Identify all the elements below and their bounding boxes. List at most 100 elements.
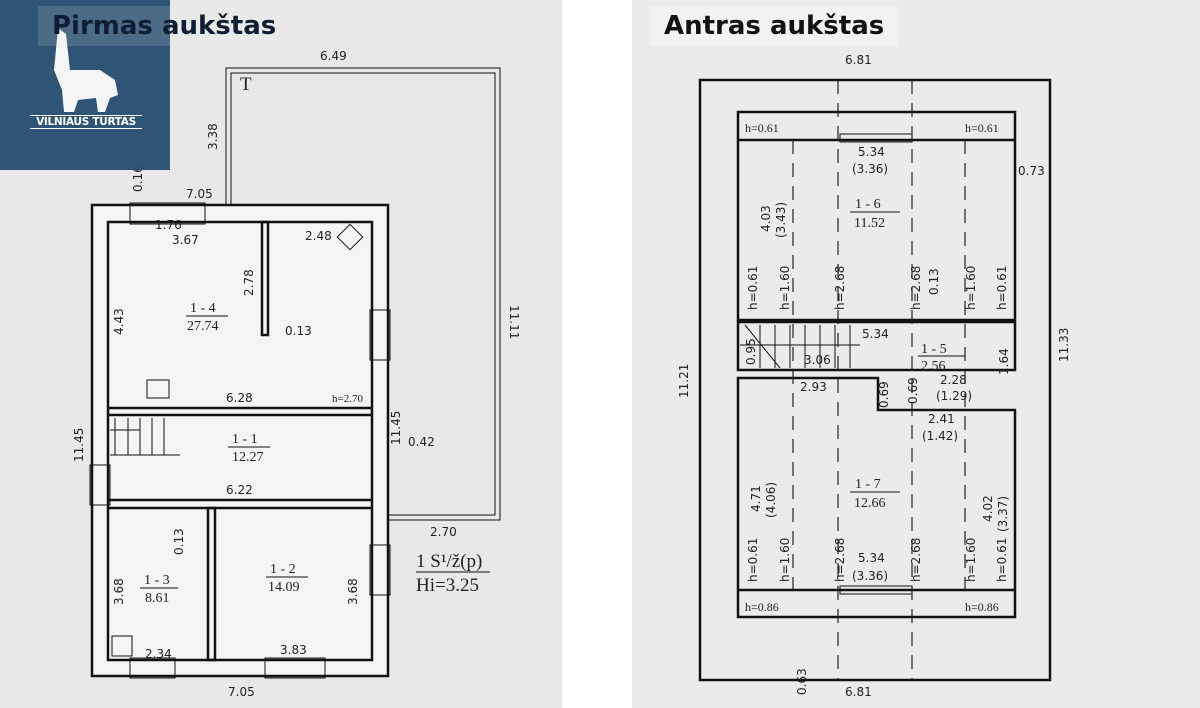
dim-left-total: 11.45 (72, 428, 86, 462)
dim-stair-width: 0.95 (744, 338, 758, 365)
dim-right-total: 11.33 (1057, 328, 1071, 362)
room-id: 1 - 1 (232, 432, 258, 447)
room-id: 1 - 6 (855, 197, 881, 212)
dim-mid-wall: 0.13 (927, 268, 941, 295)
first-floor-plan: 6.49 T 3.38 11.11 2.70 7.05 0.16 1.76 3.… (72, 49, 521, 699)
dim-room16-width: 5.34 (858, 145, 885, 159)
height-label: h=0.61 (746, 538, 760, 582)
dim-room17-right-net: (3.37) (996, 496, 1010, 532)
height-label: h=0.61 (995, 538, 1009, 582)
room-area: 14.09 (268, 580, 300, 595)
dim-terrace-width: 6.49 (320, 49, 347, 63)
dim-wall-thickness: 0.13 (285, 324, 312, 338)
dim-step: 0.69 (906, 377, 920, 404)
dim-left-total: 11.21 (677, 364, 691, 398)
room-area: 2.56 (921, 359, 946, 374)
dim-wall: 2.78 (242, 269, 256, 296)
dim-bottom-width: 6.81 (845, 685, 872, 699)
boiler-icon (336, 223, 364, 251)
dim-terrace-length: 11.11 (507, 305, 521, 339)
dim-door: 2.41 (928, 412, 955, 426)
dim-room15-width: 2.28 (940, 373, 967, 387)
dim-room12-depth: 3.68 (346, 578, 360, 605)
dim-room14-width: 3.67 (172, 233, 199, 247)
height-label: h=1.60 (778, 266, 792, 310)
room-id: 1 - 5 (921, 342, 947, 357)
second-floor-title: Antras aukštas (650, 6, 899, 46)
house-outer-wall (90, 203, 390, 678)
dim-room13-width: 2.34 (145, 647, 172, 661)
attic-outer-wall (698, 78, 1052, 682)
height-label: h=2.68 (833, 266, 847, 310)
height-label: h=2.68 (909, 266, 923, 310)
legend-line2: Hi=3.25 (416, 575, 479, 596)
stove-icon (146, 379, 170, 399)
dim-room17-depth-net: (4.06) (764, 482, 778, 518)
dim-room16-depth-net: (3.43) (774, 202, 788, 238)
second-floor-plan: 6.81 6.81 11.21 11.33 0.73 0.63 h=0.61 h… (677, 53, 1071, 699)
legend-line1: 1 S¹/ž(p) (416, 551, 482, 572)
dim-top-width: 7.05 (186, 187, 213, 201)
dim-room16-depth: 4.03 (759, 205, 773, 232)
room-area: 12.27 (232, 450, 264, 465)
height-label: h=0.61 (746, 266, 760, 310)
stairs-icon (110, 418, 180, 456)
room-id: 1 - 7 (855, 477, 881, 492)
dim-offset: 0.42 (408, 435, 435, 449)
room-area: 12.66 (854, 496, 886, 511)
dim-room14-depth: 4.43 (112, 308, 126, 335)
vilniaus-turtas-logo: VILNIAUS TURTAS (0, 0, 170, 170)
dim-room13-wall: 0.13 (172, 528, 186, 555)
height-label: h=1.60 (964, 266, 978, 310)
dim-top-offset: 0.16 (131, 165, 145, 192)
dim-room17-width-net: (3.36) (852, 569, 888, 583)
first-floor-title: Pirmas aukštas (38, 6, 291, 46)
dim-room17-depth: 4.71 (749, 485, 763, 512)
toilet-icon (111, 635, 133, 657)
dim-hall-width: 6.22 (226, 483, 253, 497)
second-floor-panel: 6.81 6.81 11.21 11.33 0.73 0.63 h=0.61 h… (632, 0, 1200, 708)
dim-room17-width: 5.34 (858, 551, 885, 565)
room-area: 27.74 (187, 319, 219, 334)
dim-room16-width-net: (3.36) (852, 162, 888, 176)
dim-small-room-width: 2.48 (305, 229, 332, 243)
room-id: 1 - 2 (270, 562, 296, 577)
room-id: 1 - 3 (144, 573, 170, 588)
room-area: 8.61 (145, 591, 170, 606)
dim-bottom-offset: 0.63 (795, 668, 809, 695)
dim-room17-right: 4.02 (981, 495, 995, 522)
height-label: h=0.61 (965, 121, 999, 135)
height-label: h=0.86 (965, 600, 999, 614)
dim-bottom-width: 7.05 (228, 685, 255, 699)
height-label: h=1.60 (964, 538, 978, 582)
dim-room14-bottom: 6.28 (226, 391, 253, 405)
height-label: h=2.68 (909, 538, 923, 582)
height-label: h=0.61 (995, 266, 1009, 310)
dim-side-offset: 0.73 (1018, 164, 1045, 178)
height-label: h=0.86 (745, 600, 779, 614)
dim-right-total: 11.45 (389, 411, 403, 445)
room-id: 1 - 4 (190, 301, 216, 316)
room-area: 11.52 (854, 216, 885, 231)
dim-room15-depth: 1.64 (997, 348, 1011, 375)
dim-room15-width-net: (1.29) (936, 389, 972, 403)
ceiling-height: h=2.70 (332, 393, 363, 405)
dim-top-width: 6.81 (845, 53, 872, 67)
dim-room13-depth: 3.68 (112, 578, 126, 605)
logo-text: VILNIAUS TURTAS (30, 115, 142, 129)
dim-window-top: 1.76 (155, 218, 182, 232)
height-label: h=0.61 (745, 121, 779, 135)
terrace-label: T (240, 74, 252, 95)
dim-step: 0.69 (877, 381, 891, 408)
first-floor-panel: 6.49 T 3.38 11.11 2.70 7.05 0.16 1.76 3.… (0, 0, 562, 708)
height-label: h=1.60 (778, 538, 792, 582)
height-label: h=2.68 (833, 538, 847, 582)
dim-stair-length: 3.06 (804, 353, 831, 367)
dim-terrace-depth: 3.38 (206, 123, 220, 150)
dim-room12-width: 3.83 (280, 643, 307, 657)
dim-stair-top: 5.34 (862, 327, 889, 341)
dim-door-net: (1.42) (922, 429, 958, 443)
stairs-icon (740, 324, 860, 369)
dim-hall: 2.93 (800, 380, 827, 394)
dim-terrace-bottom: 2.70 (430, 525, 457, 539)
